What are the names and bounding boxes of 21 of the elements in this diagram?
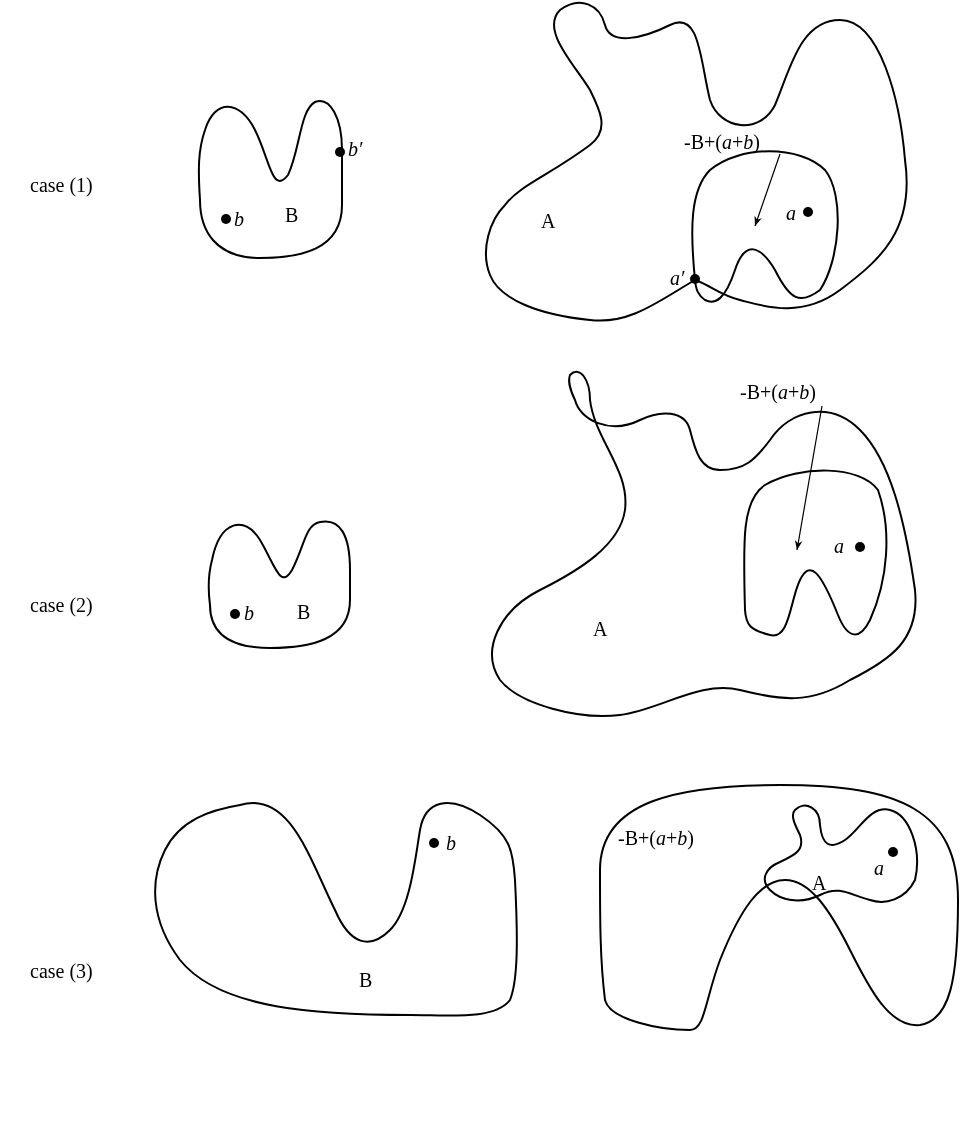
region-label: B [359, 969, 373, 991]
region-label: B [297, 601, 311, 623]
point-label: a [874, 857, 884, 879]
set-expression-label: -B+(a+b) [740, 381, 816, 403]
leader-arrow [794, 405, 823, 551]
point-label: b [446, 832, 456, 854]
point-label: b [234, 208, 244, 230]
region-label: A [593, 618, 608, 640]
point-label: b [244, 602, 254, 624]
leader-arrow [754, 153, 781, 227]
case-label: case (1) [30, 174, 93, 196]
point-label: a′ [670, 267, 685, 289]
region-label: B [285, 204, 299, 226]
point-label: a [786, 202, 796, 224]
case-label: case (3) [30, 960, 93, 982]
region-label: A [541, 210, 556, 232]
case-label: case (2) [30, 594, 93, 616]
point-label: a [834, 535, 844, 557]
region-label: A [812, 872, 827, 894]
point-label: b′ [348, 138, 363, 160]
region-label: -B+(a+b) [618, 827, 694, 849]
